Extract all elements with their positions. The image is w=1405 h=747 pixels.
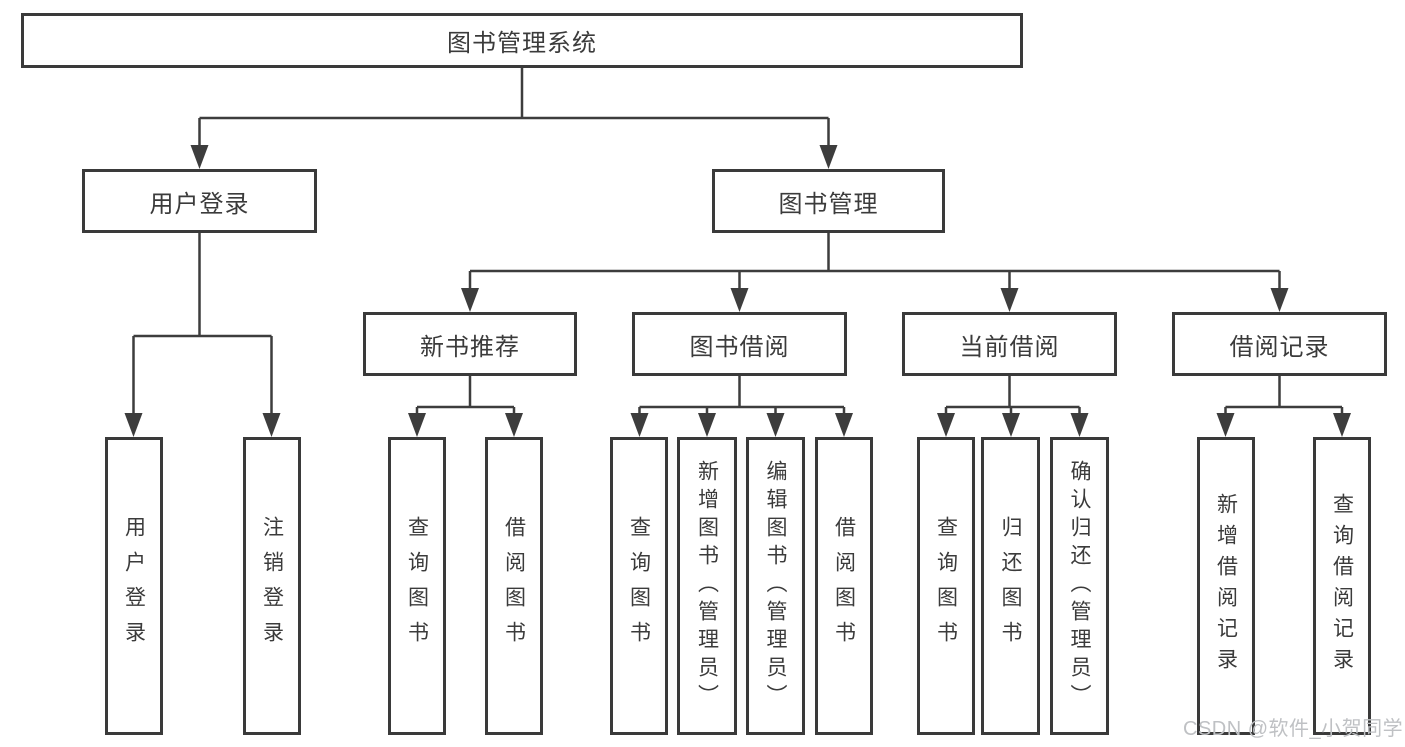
node-book-management: 图书管理 bbox=[712, 169, 945, 233]
leaf-user-login: 用户登录 bbox=[105, 437, 163, 735]
node-library-management-system: 图书管理系统 bbox=[21, 13, 1023, 68]
leaf-borrow-books-recommend: 借阅图书 bbox=[485, 437, 543, 735]
node-book-borrowing: 图书借阅 bbox=[632, 312, 847, 376]
node-new-book-recommend: 新书推荐 bbox=[363, 312, 577, 376]
leaf-query-books-recommend: 查询图书 bbox=[388, 437, 446, 735]
leaf-add-book-admin: 新增图书（管理员） bbox=[677, 437, 737, 735]
leaf-edit-book-admin: 编辑图书（管理员） bbox=[746, 437, 805, 735]
node-current-borrowing: 当前借阅 bbox=[902, 312, 1117, 376]
csdn-watermark: CSDN @软件_小贺同学 bbox=[1183, 718, 1404, 740]
leaf-confirm-return-admin: 确认归还（管理员） bbox=[1050, 437, 1109, 735]
node-borrowing-records: 借阅记录 bbox=[1172, 312, 1387, 376]
leaf-borrow-books-borrowing: 借阅图书 bbox=[815, 437, 873, 735]
node-user-login: 用户登录 bbox=[82, 169, 317, 233]
leaf-logout: 注销登录 bbox=[243, 437, 301, 735]
leaf-return-book: 归还图书 bbox=[981, 437, 1040, 735]
leaf-add-borrow-record: 新增借阅记录 bbox=[1197, 437, 1255, 735]
leaf-query-borrow-record: 查询借阅记录 bbox=[1313, 437, 1371, 735]
leaf-query-books-current: 查询图书 bbox=[917, 437, 975, 735]
leaf-query-books-borrowing: 查询图书 bbox=[610, 437, 668, 735]
